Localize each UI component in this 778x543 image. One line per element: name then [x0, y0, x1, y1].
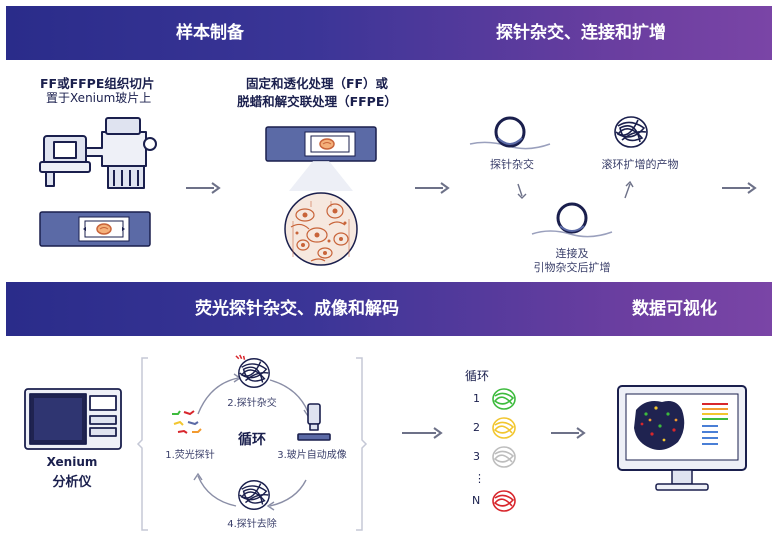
monitor-icon	[617, 385, 747, 491]
dna-coil-icon	[614, 116, 648, 148]
dna-coil-icon	[238, 480, 270, 510]
microscope-icon	[297, 403, 331, 441]
cycle-step4-label: 4.探针去除	[227, 519, 277, 530]
arrow-right-icon	[415, 182, 450, 194]
fluorescent-probe-icon	[172, 410, 202, 434]
step1-title: FF或FFPE组织切片	[40, 76, 155, 91]
cycle-bracket	[136, 357, 368, 531]
instrument-label: 分析仪	[52, 475, 92, 490]
cycles-header: 循环	[465, 369, 490, 383]
cycle-step3-label: 3.玻片自动成像	[277, 450, 347, 461]
probe-padlock-icon	[469, 116, 551, 150]
probe-ligated-icon	[531, 202, 613, 238]
section-fluor-title: 荧光探针杂交、成像和解码	[195, 299, 399, 319]
cycle-coils	[492, 388, 516, 512]
top-banner	[6, 6, 772, 60]
xenium-instrument-icon	[24, 388, 122, 450]
cycle-step2-label: 2.探针杂交	[227, 398, 277, 409]
cycle-center-label: 循环	[238, 432, 266, 448]
instrument-name: Xenium	[46, 455, 98, 469]
arrow-down-icon	[517, 183, 527, 199]
arrow-right-icon	[402, 427, 443, 439]
rca-label: 滚环扩增的产物	[601, 158, 679, 171]
section-visual-title: 数据可视化	[632, 299, 717, 319]
arrow-right-icon	[551, 427, 586, 439]
tissue-slide-icon	[39, 211, 151, 247]
arrow-right-icon	[186, 182, 221, 194]
probe-ligation-line2: 引物杂交后扩增	[533, 261, 611, 274]
tissue-magnified-icon	[284, 161, 358, 266]
cycle-number-1: 1	[473, 392, 480, 405]
step2-line2: 脱蜡和解交联处理（FFPE）	[237, 94, 397, 109]
cycle-step1-label: 1.荧光探针	[165, 450, 215, 461]
probe-hyb-label: 探针杂交	[490, 158, 534, 171]
dna-coil-icon	[235, 354, 270, 388]
section-sample-prep-title: 样本制备	[176, 23, 244, 43]
section-probe-hyb-title: 探针杂交、连接和扩增	[496, 23, 666, 43]
arrow-right-icon	[722, 182, 757, 194]
probe-ligation-line1: 连接及	[555, 247, 589, 260]
cycle-number-3: 3	[473, 450, 480, 463]
step2-line1: 固定和透化处理（FF）或	[245, 76, 389, 91]
cycle-number-dots: ⋮	[474, 472, 485, 485]
microtome-icon	[39, 117, 157, 189]
cycle-number-n: N	[472, 494, 481, 507]
step1-subtitle: 置于Xenium玻片上	[46, 91, 152, 105]
cycle-number-2: 2	[473, 421, 480, 434]
bottom-banner	[6, 282, 772, 336]
arrow-up-icon	[624, 180, 634, 199]
tissue-slide-icon	[265, 126, 377, 162]
